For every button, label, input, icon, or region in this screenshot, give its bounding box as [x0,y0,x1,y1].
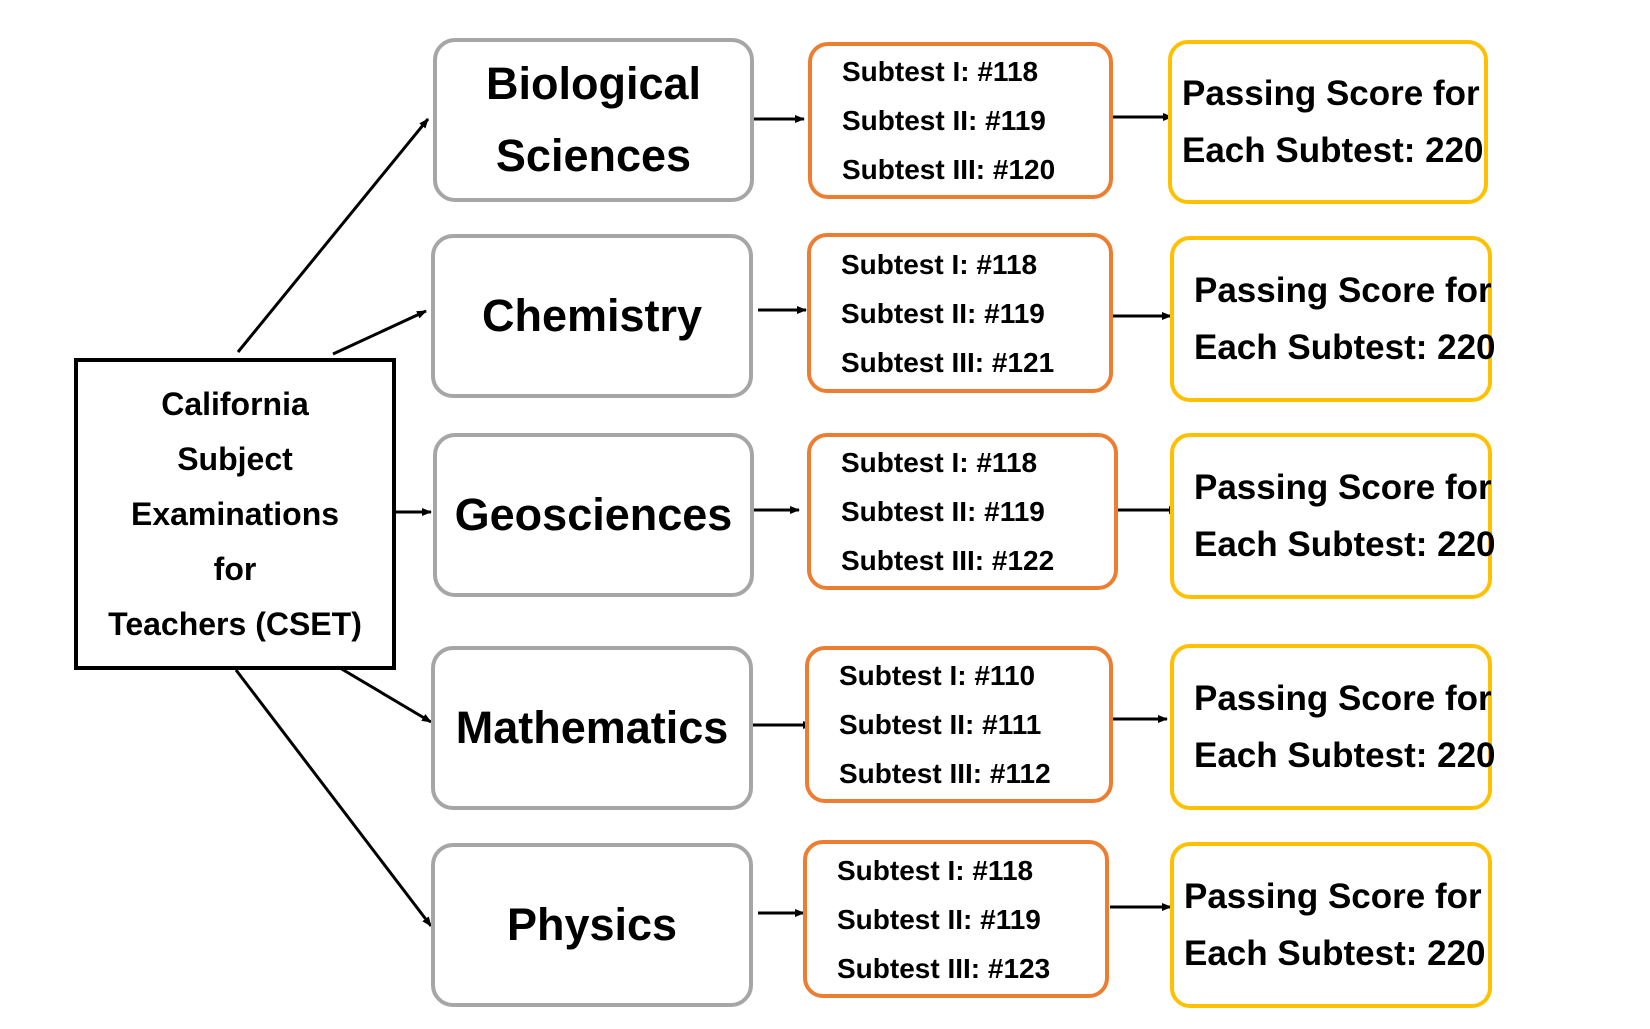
root-line: Teachers (CSET) [108,605,362,642]
subtest-box-mathematics: Subtest I: #110 Subtest II: #111 Subtest… [805,646,1113,803]
root-line: California [161,385,309,422]
subtest-box-chemistry: Subtest I: #118 Subtest II: #119 Subtest… [807,233,1113,393]
score-line: Each Subtest: 220 [1194,328,1496,367]
score-box-physics: Passing Score for Each Subtest: 220 [1170,842,1492,1008]
arrow-root-to-biological-sciences [236,118,430,353]
subtest-line: Subtest III: #123 [837,952,1051,984]
arrow-root-to-mathematics [339,666,432,724]
subtest-line: Subtest II: #119 [841,496,1045,527]
subject-box-geosciences: Geosciences [433,433,754,597]
arrow-root-to-chemistry [332,309,427,356]
root-line: Subject [177,440,293,477]
subject-box-physics: Physics [431,843,753,1007]
subject-label: Geosciences [454,489,733,540]
subtest-line: Subtest I: #118 [837,854,1034,886]
subtest-line: Subtest I: #118 [841,248,1038,280]
subtest-line: Subtest II: #119 [841,297,1045,329]
score-box-chemistry: Passing Score for Each Subtest: 220 [1170,236,1496,402]
subtest-box-physics: Subtest I: #118 Subtest II: #119 Subtest… [803,840,1109,998]
subtest-line: Subtest II: #111 [839,709,1042,740]
subtest-box-geosciences: Subtest I: #118 Subtest II: #119 Subtest… [807,433,1118,590]
subject-box-biological-sciences: Biological Sciences [433,38,754,202]
score-box-mathematics: Passing Score for Each Subtest: 220 [1170,644,1496,810]
root-line: for [213,550,257,587]
subject-label: Biological Sciences [485,58,702,181]
score-line: Each Subtest: 220 [1194,736,1496,775]
root-line: Examinations [130,495,340,532]
score-box-geosciences: Passing Score for Each Subtest: 220 [1170,433,1496,599]
score-line: Each Subtest: 220 [1194,525,1496,564]
subject-box-mathematics: Mathematics [431,646,753,810]
subtest-line: Subtest III: #112 [839,758,1051,789]
score-line: Passing Score for [1194,271,1492,310]
subtest-line: Subtest II: #119 [837,903,1041,935]
subtest-line: Subtest I: #110 [839,660,1036,691]
cset-root-box: California Subject Examinations for Teac… [74,358,396,670]
subtest-line: Subtest I: #118 [842,56,1039,87]
score-line: Each Subtest: 220 [1184,934,1486,973]
score-line: Passing Score for [1194,679,1492,718]
subtest-line: Subtest III: #120 [842,154,1056,185]
subject-label: Mathematics [455,702,729,753]
subtest-line: Subtest III: #121 [841,346,1055,378]
subtest-line: Subtest II: #119 [842,105,1046,136]
subject-label: Chemistry [481,290,703,341]
subtest-box-biological-sciences: Subtest I: #118 Subtest II: #119 Subtest… [808,42,1113,199]
score-line: Passing Score for [1182,74,1480,113]
score-line: Each Subtest: 220 [1182,131,1484,170]
subtest-line: Subtest III: #122 [841,545,1055,576]
subtest-line: Subtest I: #118 [841,447,1038,478]
subject-box-chemistry: Chemistry [431,234,753,398]
score-line: Passing Score for [1194,468,1492,507]
score-box-biological-sciences: Passing Score for Each Subtest: 220 [1168,40,1488,204]
subject-label: Physics [506,899,678,950]
score-line: Passing Score for [1184,877,1482,916]
arrow-root-to-physics [234,669,433,927]
